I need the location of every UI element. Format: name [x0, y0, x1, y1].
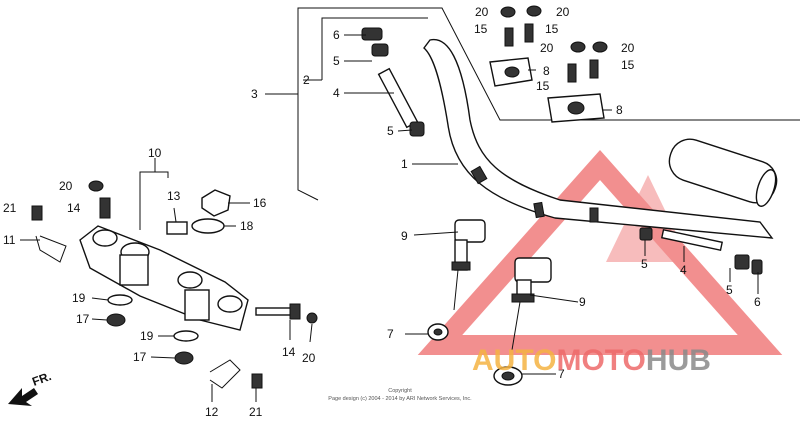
- watermark-auto: AUTO: [472, 344, 556, 377]
- lower-holder-right: [511, 257, 552, 351]
- label-5: 5: [726, 283, 733, 297]
- copyright-notice: Copyright Page design (c) 2004 - 2014 by…: [328, 388, 472, 402]
- copyright-line2: Page design (c) 2004 - 2014 by ARI Netwo…: [328, 396, 472, 402]
- part-labels: 3 2 6 5 4 5 1 20 20 15 15 20 20 8 15 15 …: [3, 5, 761, 419]
- label-20: 20: [59, 179, 73, 193]
- watermark-hub: HUB: [646, 344, 711, 377]
- label-17: 17: [133, 350, 147, 364]
- copyright-line1: Copyright: [388, 388, 412, 394]
- watermark-logo: [417, 149, 783, 355]
- label-5: 5: [641, 257, 648, 271]
- upper-holder-lower: [547, 93, 605, 123]
- cushions: [427, 323, 523, 386]
- label-10: 10: [148, 146, 162, 160]
- label-9: 9: [579, 295, 586, 309]
- label-6: 6: [754, 295, 761, 309]
- label-19: 19: [140, 329, 154, 343]
- bar-end-weight-right: [639, 227, 763, 275]
- label-7: 7: [558, 367, 565, 381]
- label-5: 5: [333, 54, 340, 68]
- bar-end-weight-left: [361, 27, 425, 137]
- label-11: 11: [3, 233, 16, 247]
- label-14: 14: [67, 201, 81, 215]
- watermark-moto: MOTO: [556, 344, 645, 377]
- label-18: 18: [240, 219, 254, 233]
- label-12: 12: [205, 405, 219, 419]
- label-8: 8: [543, 64, 550, 78]
- label-16: 16: [253, 196, 267, 210]
- label-20: 20: [556, 5, 570, 19]
- svg-text:AUTOMOTOHUB: AUTOMOTOHUB: [472, 344, 711, 377]
- label-3: 3: [251, 87, 258, 101]
- front-direction-label: FR.: [30, 369, 53, 389]
- label-13: 13: [167, 189, 181, 203]
- label-20: 20: [475, 5, 489, 19]
- watermark-text: AUTOMOTOHUB: [472, 344, 711, 377]
- label-8: 8: [616, 103, 623, 117]
- label-14: 14: [282, 345, 296, 359]
- top-bridge: [79, 225, 249, 331]
- label-4: 4: [680, 263, 687, 277]
- label-1: 1: [401, 157, 408, 171]
- label-20: 20: [302, 351, 316, 365]
- holder-bolts: [500, 5, 608, 83]
- group-bracket: [265, 7, 800, 201]
- label-15: 15: [545, 22, 559, 36]
- label-15: 15: [536, 79, 550, 93]
- handlebar-tube: [423, 38, 774, 239]
- label-6: 6: [333, 28, 340, 42]
- label-17: 17: [76, 312, 90, 326]
- label-4: 4: [333, 86, 340, 100]
- upper-holder-upper: [489, 57, 533, 87]
- label-5: 5: [387, 124, 394, 138]
- label-21: 21: [249, 405, 263, 419]
- label-7: 7: [387, 327, 394, 341]
- front-direction-arrow: FR.: [8, 369, 53, 406]
- small-parts: [31, 180, 318, 389]
- label-21: 21: [3, 201, 17, 215]
- label-20: 20: [621, 41, 635, 55]
- label-20: 20: [540, 41, 554, 55]
- label-15: 15: [474, 22, 488, 36]
- label-15: 15: [621, 58, 635, 72]
- label-19: 19: [72, 291, 86, 305]
- label-9: 9: [401, 229, 408, 243]
- label-2: 2: [303, 73, 310, 87]
- leader-lines: [20, 34, 759, 402]
- grip: [668, 138, 778, 207]
- lower-holder-left: [451, 219, 486, 311]
